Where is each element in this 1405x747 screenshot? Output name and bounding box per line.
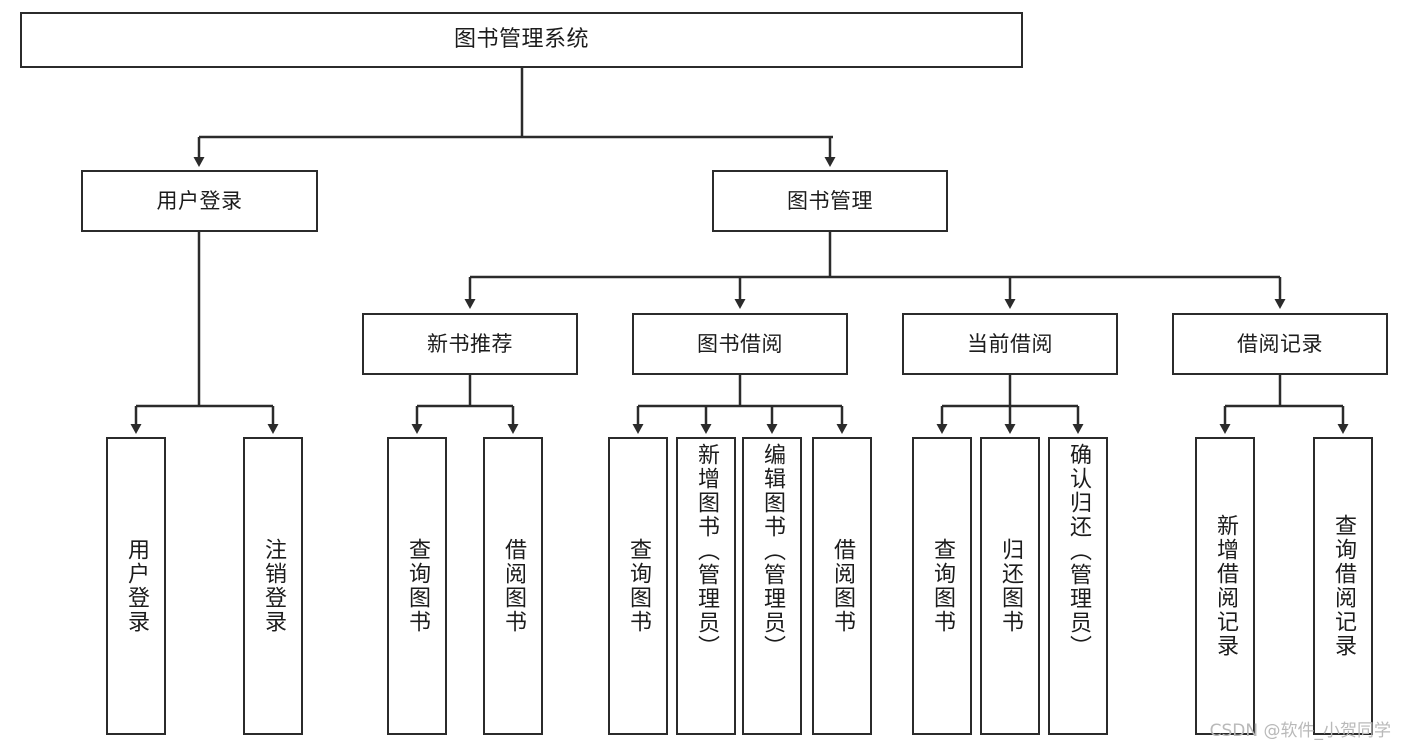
leaf-new-book-borrow[interactable]: 借阅图书 [483,437,543,735]
node-label: 编辑图书（管理员） [760,443,785,659]
leaf-borrow-record-query[interactable]: 查询借阅记录 [1313,437,1373,735]
node-root-book-management-system[interactable]: 图书管理系统 [20,12,1023,68]
leaf-current-borrow-query[interactable]: 查询图书 [912,437,972,735]
node-label: 查询借阅记录 [1331,514,1356,658]
node-label: 用户登录 [156,188,243,213]
node-label: 查询图书 [626,538,651,634]
leaf-book-borrow-edit[interactable]: 编辑图书（管理员） [742,437,802,735]
leaf-new-book-query[interactable]: 查询图书 [387,437,447,735]
node-label: 新增图书（管理员） [694,443,719,659]
leaf-borrow-record-add[interactable]: 新增借阅记录 [1195,437,1255,735]
leaf-current-borrow-return[interactable]: 归还图书 [980,437,1040,735]
node-user-login[interactable]: 用户登录 [81,170,318,232]
node-book-management[interactable]: 图书管理 [712,170,948,232]
node-label: 图书借阅 [697,331,783,356]
node-label: 注销登录 [261,538,286,634]
node-label: 借阅图书 [830,538,855,634]
node-book-borrow[interactable]: 图书借阅 [632,313,848,375]
node-label: 当前借阅 [967,331,1053,356]
node-label: 图书管理系统 [453,27,589,53]
leaf-book-borrow-add[interactable]: 新增图书（管理员） [676,437,736,735]
node-label: 确认归还（管理员） [1066,443,1091,659]
node-label: 查询图书 [405,538,430,634]
leaf-book-borrow-borrow[interactable]: 借阅图书 [812,437,872,735]
leaf-current-borrow-confirm-return[interactable]: 确认归还（管理员） [1048,437,1108,735]
leaf-user-login-login[interactable]: 用户登录 [106,437,166,735]
node-label: 查询图书 [930,538,955,634]
node-label: 借阅记录 [1237,331,1323,356]
watermark: CSDN @软件_小贺同学 [1209,721,1391,741]
node-label: 用户登录 [124,538,149,634]
node-new-book-recommend[interactable]: 新书推荐 [362,313,578,375]
node-label: 归还图书 [998,538,1023,634]
node-label: 图书管理 [787,188,873,213]
leaf-user-login-logout[interactable]: 注销登录 [243,437,303,735]
node-current-borrow[interactable]: 当前借阅 [902,313,1118,375]
node-label: 借阅图书 [501,538,526,634]
node-label: 新增借阅记录 [1213,514,1238,658]
node-label: 新书推荐 [427,331,513,356]
node-borrow-record[interactable]: 借阅记录 [1172,313,1388,375]
leaf-book-borrow-query[interactable]: 查询图书 [608,437,668,735]
